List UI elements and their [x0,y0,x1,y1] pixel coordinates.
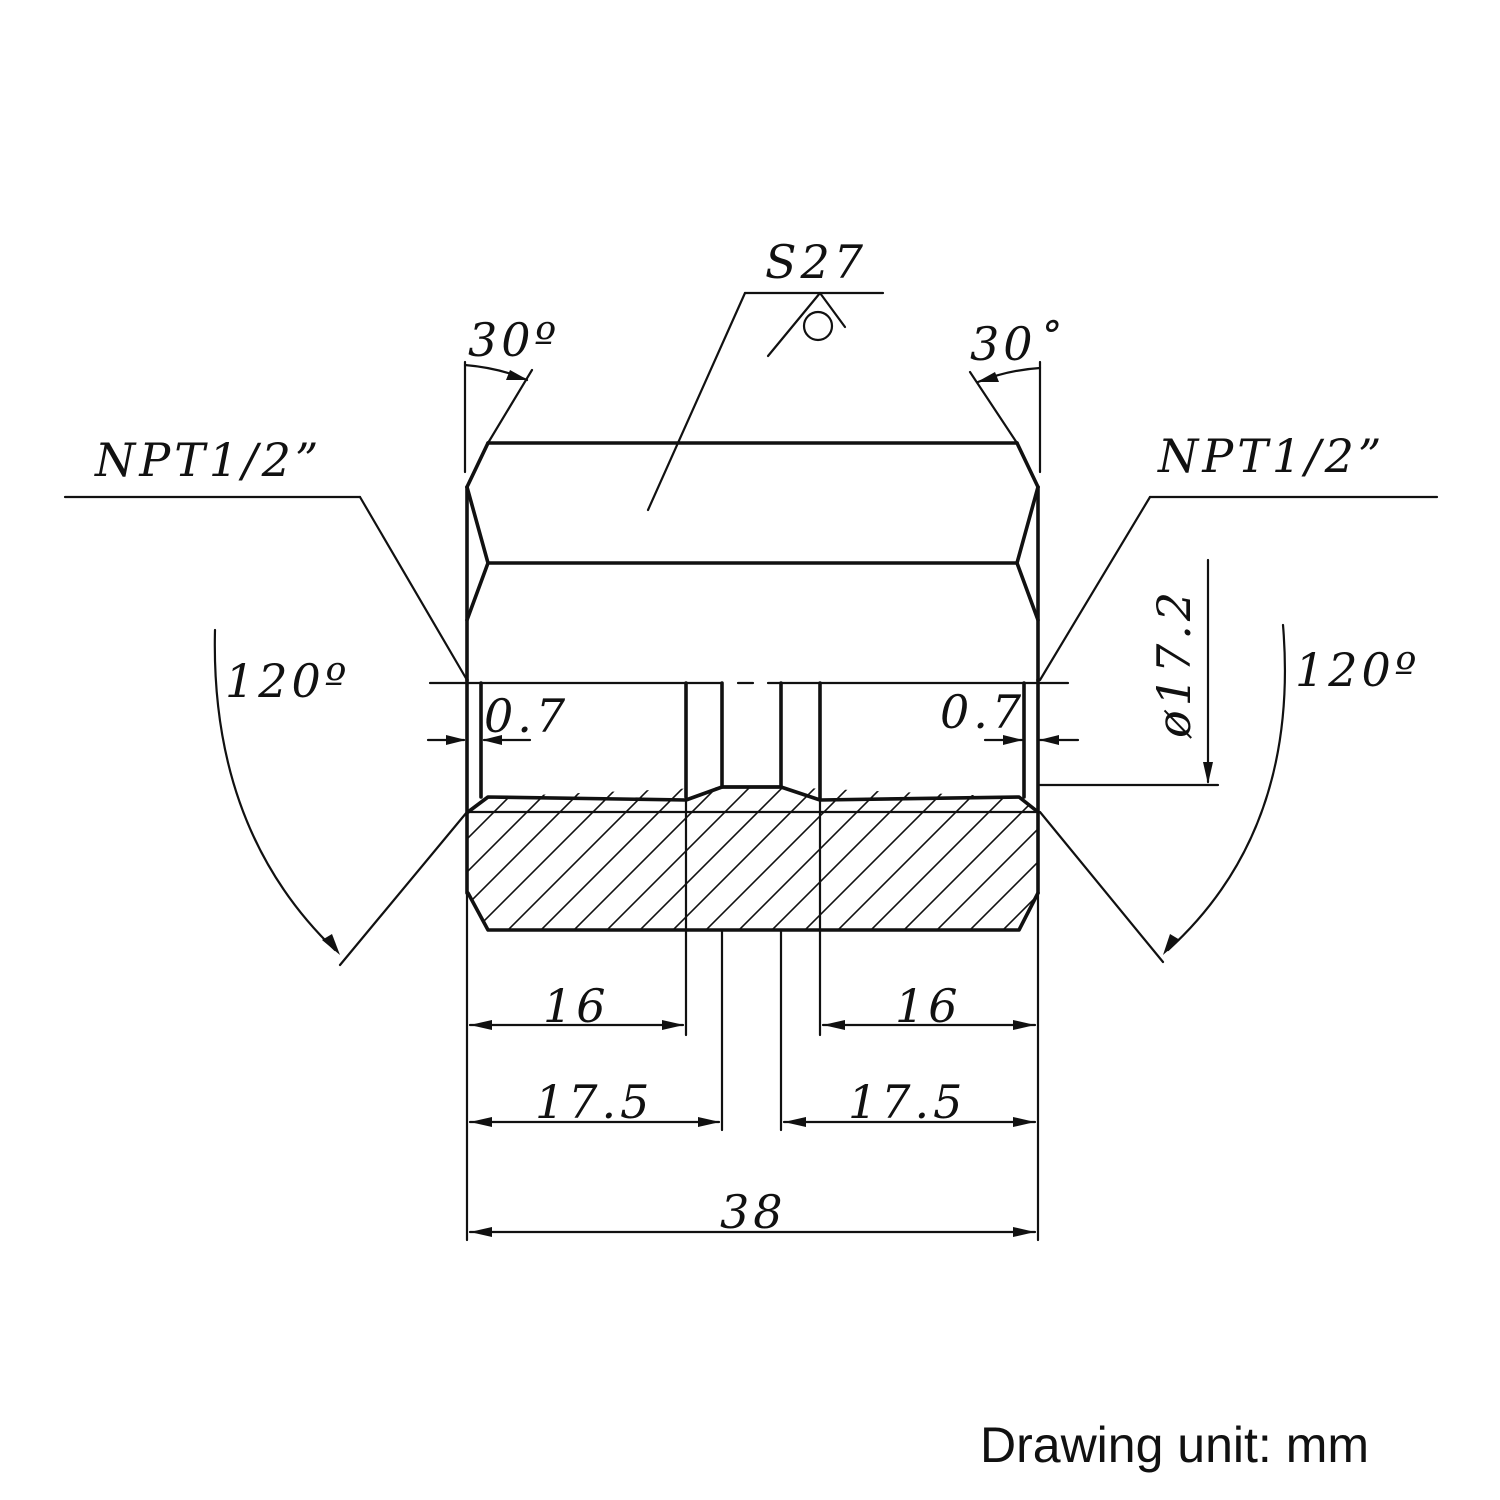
thread-leader-left [63,495,469,682]
hatch-line [1092,780,1252,940]
hatch-line [468,787,593,930]
hatch-line [1125,780,1285,940]
hatch-line [530,787,692,930]
hatch-line [468,787,527,930]
hatch-line [1158,780,1318,940]
unit-note: Drawing unit: mm [980,1417,1369,1473]
overall-length-label: 38 [720,1185,787,1239]
hex-size-label: S27 [765,235,867,289]
hatch-line [468,787,494,930]
part-outline [428,441,1070,932]
thread-right-label: NPT1/2” [1157,429,1385,483]
hatch-line [596,787,758,930]
chamfer-angle-left [463,360,534,474]
hatch-line [728,787,890,930]
hatch-line [468,787,560,930]
thread-length-left-label: 16 [543,979,610,1033]
hatch-line [662,787,824,930]
hatch-line [695,787,857,930]
bore-depth-right-label: 17.5 [848,1075,966,1129]
depth-dimension-left [426,735,532,745]
hatch-line [1191,780,1351,940]
hatch-line [992,787,1038,930]
depth-left-label: 0.7 [484,689,569,743]
bore-diameter-label: ø17.2 [1147,588,1201,739]
thread-length-right-label: 16 [895,979,962,1033]
depth-dimension-right [983,735,1080,745]
hatch-line [1224,780,1384,940]
countersink-angle-left [213,628,469,967]
dimension-lines [468,1020,1037,1237]
thread-left-label: NPT1/2” [94,433,322,487]
hatch-line [926,787,1038,930]
surface-finish-icon [802,310,834,342]
hatch-line [629,787,791,930]
hatch-line [1059,780,1219,940]
hatch-line [860,787,1022,930]
section-hatching [468,780,1384,940]
chamfer-angle-left-label: 30º [468,313,560,367]
countersink-right-label: 120º [1295,643,1420,697]
countersink-angle-right [1038,623,1287,964]
hatch-line [893,787,1038,930]
bore-diameter-dimension [1038,558,1220,787]
hatch-line [1025,787,1038,930]
hatch-line [468,787,626,930]
hatch-line [959,787,1038,930]
hatch-line [794,787,956,930]
hatch-line [761,787,923,930]
hatch-line [827,787,989,930]
depth-right-label: 0.7 [940,685,1025,739]
extension-lines [465,798,1040,1242]
hex-size-leader [646,291,885,512]
hatch-line [497,787,659,930]
thread-leader-right [1038,495,1439,682]
hatch-line [563,787,725,930]
chamfer-angle-right-label: 30˚ [970,317,1064,371]
chamfer-angle-right [968,360,1042,474]
countersink-left-label: 120º [225,654,350,708]
bore-depth-left-label: 17.5 [535,1075,653,1129]
